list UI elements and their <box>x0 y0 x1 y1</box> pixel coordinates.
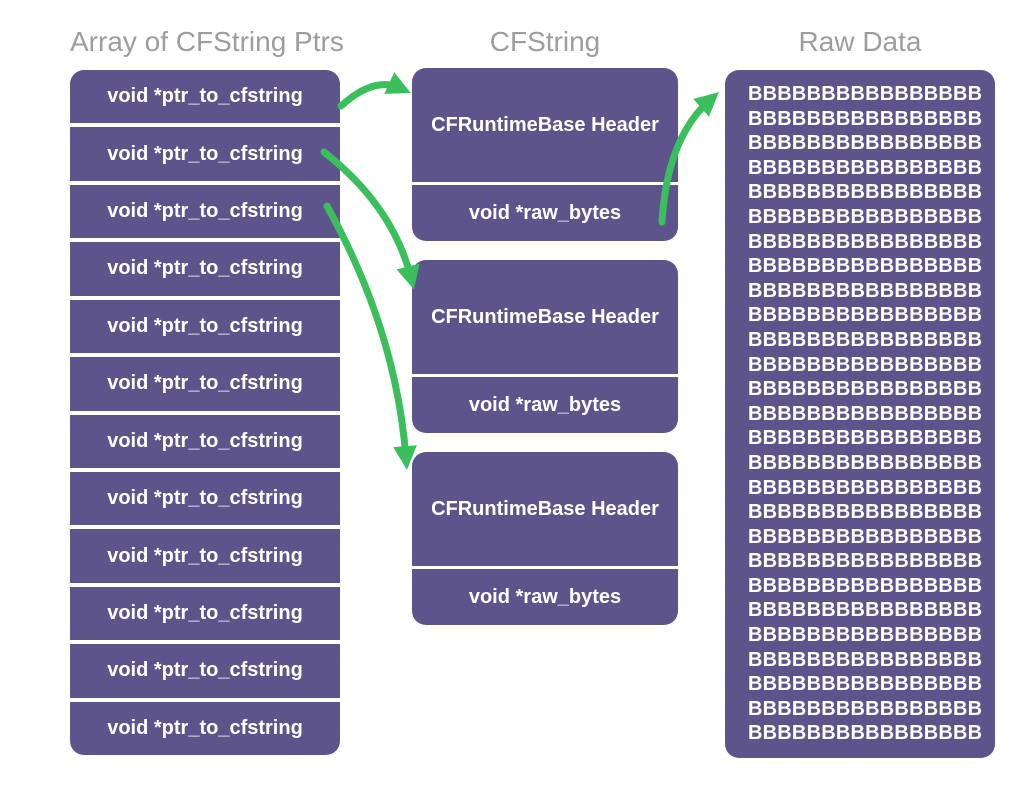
raw-data-line: BBBBBBBBBBBBBBBB <box>748 451 983 474</box>
raw-data-line: BBBBBBBBBBBBBBBB <box>748 279 983 302</box>
raw-data-line: BBBBBBBBBBBBBBBB <box>748 205 983 228</box>
raw-data-line: BBBBBBBBBBBBBBBB <box>748 476 983 499</box>
pointer-cell: void *ptr_to_cfstring <box>70 242 340 296</box>
raw-data-line: BBBBBBBBBBBBBBBB <box>748 722 983 745</box>
pointer-cell: void *ptr_to_cfstring <box>70 184 340 239</box>
pointer-cell: void *ptr_to_cfstring <box>70 471 340 526</box>
raw-data-line: BBBBBBBBBBBBBBBB <box>748 132 983 155</box>
pointer-cell: void *ptr_to_cfstring <box>70 586 340 641</box>
column-heading-cfstring: CFString <box>489 26 601 57</box>
raw-data-line: BBBBBBBBBBBBBBBB <box>748 599 983 622</box>
cfruntimebase-header-cell: CFRuntimeBase Header <box>412 260 678 374</box>
pointer-cell: void *ptr_to_cfstring <box>70 414 340 468</box>
column-heading-pointer-array: Array of CFString Ptrs <box>70 26 344 57</box>
raw-data-line: BBBBBBBBBBBBBBBB <box>748 624 983 647</box>
raw-data-line: BBBBBBBBBBBBBBBB <box>748 156 983 179</box>
raw-bytes-pointer-cell: void *raw_bytes <box>412 185 678 241</box>
raw-data-line: BBBBBBBBBBBBBBBB <box>748 402 983 425</box>
pointer-cell: void *ptr_to_cfstring <box>70 127 340 181</box>
pointer-cell: void *ptr_to_cfstring <box>70 701 340 755</box>
raw-data-line: BBBBBBBBBBBBBBBB <box>748 501 983 524</box>
pointer-cell: void *ptr_to_cfstring <box>70 70 340 124</box>
raw-data-line: BBBBBBBBBBBBBBBB <box>748 525 983 548</box>
cfstring-struct-3: CFRuntimeBase Header void *raw_bytes <box>412 452 678 625</box>
raw-data-line: BBBBBBBBBBBBBBBB <box>748 550 983 573</box>
raw-data-line: BBBBBBBBBBBBBBBB <box>748 673 983 696</box>
column-heading-raw-data: Raw Data <box>798 26 922 57</box>
pointer-cell: void *ptr_to_cfstring <box>70 644 340 698</box>
pointer-cell: void *ptr_to_cfstring <box>70 529 340 583</box>
pointer-cell: void *ptr_to_cfstring <box>70 357 340 411</box>
raw-bytes-pointer-cell: void *raw_bytes <box>412 377 678 433</box>
raw-data-line: BBBBBBBBBBBBBBBB <box>748 648 983 671</box>
raw-data-line: BBBBBBBBBBBBBBBB <box>748 427 983 450</box>
raw-data-line: BBBBBBBBBBBBBBBB <box>748 255 983 278</box>
raw-data-line: BBBBBBBBBBBBBBBB <box>748 107 983 130</box>
raw-data-line: BBBBBBBBBBBBBBBB <box>748 574 983 597</box>
cfstring-struct-1: CFRuntimeBase Header void *raw_bytes <box>412 68 678 241</box>
raw-data-line: BBBBBBBBBBBBBBBB <box>748 230 983 253</box>
raw-data-line: BBBBBBBBBBBBBBBB <box>748 697 983 720</box>
raw-data-line: BBBBBBBBBBBBBBBB <box>748 181 983 204</box>
raw-data-line: BBBBBBBBBBBBBBBB <box>748 378 983 401</box>
pointer-cell: void *ptr_to_cfstring <box>70 299 340 354</box>
cfstring-struct-2: CFRuntimeBase Header void *raw_bytes <box>412 260 678 433</box>
raw-data-line: BBBBBBBBBBBBBBBB <box>748 83 983 105</box>
cfruntimebase-header-cell: CFRuntimeBase Header <box>412 452 678 566</box>
raw-data-line: BBBBBBBBBBBBBBBB <box>748 328 983 351</box>
raw-data-line: BBBBBBBBBBBBBBBB <box>748 353 983 376</box>
raw-data-line: BBBBBBBBBBBBBBBB <box>748 304 983 327</box>
raw-bytes-pointer-cell: void *raw_bytes <box>412 569 678 625</box>
cfruntimebase-header-cell: CFRuntimeBase Header <box>412 68 678 182</box>
arrow-ptr1-to-cfstring1-icon <box>337 72 411 110</box>
